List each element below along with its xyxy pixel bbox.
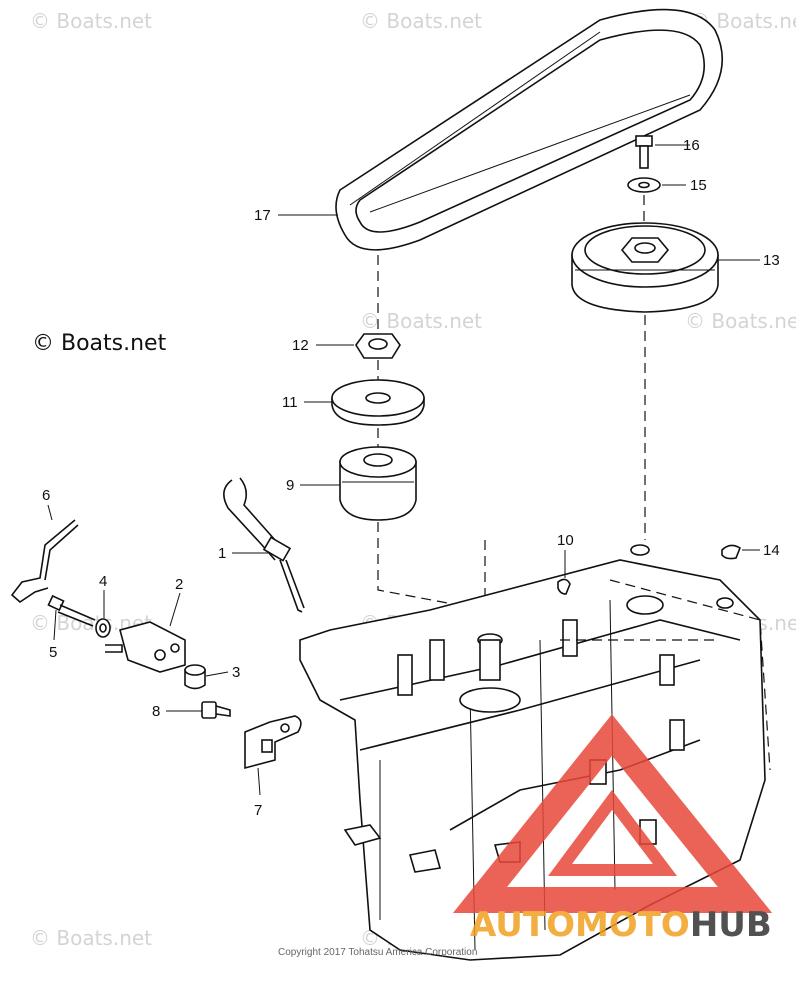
dipstick-1 bbox=[223, 477, 305, 613]
callout-11: 11 bbox=[282, 394, 298, 411]
automotohub-logo: AUTOMOTOHUB bbox=[452, 714, 773, 945]
callout-12: 12 bbox=[292, 337, 309, 354]
collar-3 bbox=[184, 664, 206, 690]
nut-12 bbox=[355, 333, 401, 359]
callout-2: 2 bbox=[175, 576, 183, 593]
logo-text-automoto: AUTOMOTOHUB bbox=[470, 905, 772, 945]
watermark: © Boats.net bbox=[30, 926, 152, 950]
callout-3: 3 bbox=[232, 664, 240, 681]
washer-11 bbox=[331, 379, 425, 426]
copyright-mark: © Boats.net bbox=[32, 331, 167, 356]
bracket-2 bbox=[105, 621, 186, 673]
callout-1: 1 bbox=[218, 545, 226, 562]
watermark: © Boats.net bbox=[30, 9, 152, 33]
callout-16: 16 bbox=[683, 137, 700, 154]
bracket-7 bbox=[244, 715, 302, 770]
callout-9: 9 bbox=[286, 477, 294, 494]
callout-6: 6 bbox=[42, 487, 50, 504]
bolt-16 bbox=[635, 135, 653, 169]
key-14 bbox=[721, 544, 741, 560]
callout-7: 7 bbox=[254, 802, 262, 819]
callout-5: 5 bbox=[49, 644, 57, 661]
bolt-5 bbox=[47, 594, 96, 627]
leader-lines bbox=[47, 144, 760, 796]
callout-labels: 16 15 13 17 12 11 9 10 14 1 6 4 2 5 3 8 … bbox=[42, 137, 780, 819]
callout-13: 13 bbox=[763, 252, 780, 269]
washer-15 bbox=[627, 177, 661, 193]
timing-belt bbox=[335, 8, 723, 251]
link-rod-6 bbox=[10, 519, 79, 604]
large-pulley-13 bbox=[571, 222, 719, 313]
callout-14: 14 bbox=[763, 542, 780, 559]
callout-17: 17 bbox=[254, 207, 271, 224]
callout-4: 4 bbox=[99, 573, 107, 590]
callout-10: 10 bbox=[557, 532, 574, 549]
copyright-footer: Copyright 2017 Tohatsu America Corporati… bbox=[278, 947, 477, 958]
key-10 bbox=[557, 578, 571, 595]
washer-4 bbox=[95, 618, 111, 638]
small-pulley-9 bbox=[339, 446, 417, 521]
bolt-8 bbox=[201, 701, 231, 719]
watermark: © Boats.net bbox=[360, 309, 482, 333]
callout-8: 8 bbox=[152, 703, 160, 720]
callout-15: 15 bbox=[690, 177, 707, 194]
watermark: © Boats.net bbox=[360, 9, 482, 33]
watermark: © Boats.net bbox=[685, 309, 796, 333]
